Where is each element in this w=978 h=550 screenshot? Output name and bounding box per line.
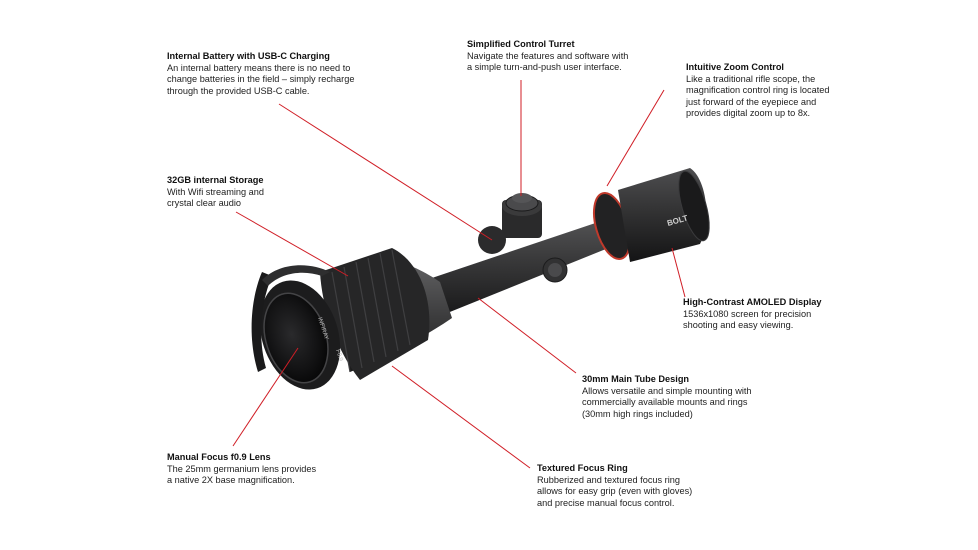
callout-title: 32GB internal Storage xyxy=(167,175,264,185)
leader-lines xyxy=(232,80,686,469)
lens-ring-spec: F0.9 xyxy=(334,349,344,363)
callout-title: Manual Focus f0.9 Lens xyxy=(167,452,271,462)
callout-description: Like a traditional rifle scope, the magn… xyxy=(686,73,830,119)
callout-display: High-Contrast AMOLED Display 1536x1080 s… xyxy=(683,297,822,332)
leader-storage xyxy=(235,211,349,277)
callout-description: Allows versatile and simple mounting wit… xyxy=(582,385,752,419)
callout-lens: Manual Focus f0.9 Lens The 25mm germaniu… xyxy=(167,452,316,487)
callout-title: Textured Focus Ring xyxy=(537,463,628,473)
callout-title: Simplified Control Turret xyxy=(467,39,575,49)
callout-title: High-Contrast AMOLED Display xyxy=(683,297,822,307)
leader-focus xyxy=(391,365,531,469)
callout-description: Rubberized and textured focus ring allow… xyxy=(537,474,693,508)
leader-battery xyxy=(278,103,493,241)
callout-focus: Textured Focus Ring Rubberized and textu… xyxy=(537,463,692,509)
leader-zoom xyxy=(606,89,665,187)
callout-turret: Simplified Control Turret Navigate the f… xyxy=(467,39,628,74)
callout-description: 1536x1080 screen for precision shooting … xyxy=(683,308,812,331)
callout-description: An internal battery means there is no ne… xyxy=(167,62,355,96)
callout-title: 30mm Main Tube Design xyxy=(582,374,690,384)
leader-tube xyxy=(477,297,577,374)
callout-storage: 32GB internal Storage With Wifi streamin… xyxy=(167,175,264,210)
callout-title: Intuitive Zoom Control xyxy=(686,62,784,72)
callout-zoom: Intuitive Zoom Control Like a traditiona… xyxy=(686,62,830,120)
callout-battery: Internal Battery with USB-C Charging An … xyxy=(167,51,354,97)
callout-tube: 30mm Main Tube Design Allows versatile a… xyxy=(582,374,752,420)
callout-title: Internal Battery with USB-C Charging xyxy=(167,51,330,61)
leader-lens xyxy=(232,347,299,447)
leader-display xyxy=(671,247,686,298)
callout-description: The 25mm germanium lens provides a nativ… xyxy=(167,463,317,486)
callout-description: With Wifi streaming and crystal clear au… xyxy=(167,186,265,209)
scope-body xyxy=(251,168,710,390)
callout-description: Navigate the features and software with … xyxy=(467,50,629,73)
